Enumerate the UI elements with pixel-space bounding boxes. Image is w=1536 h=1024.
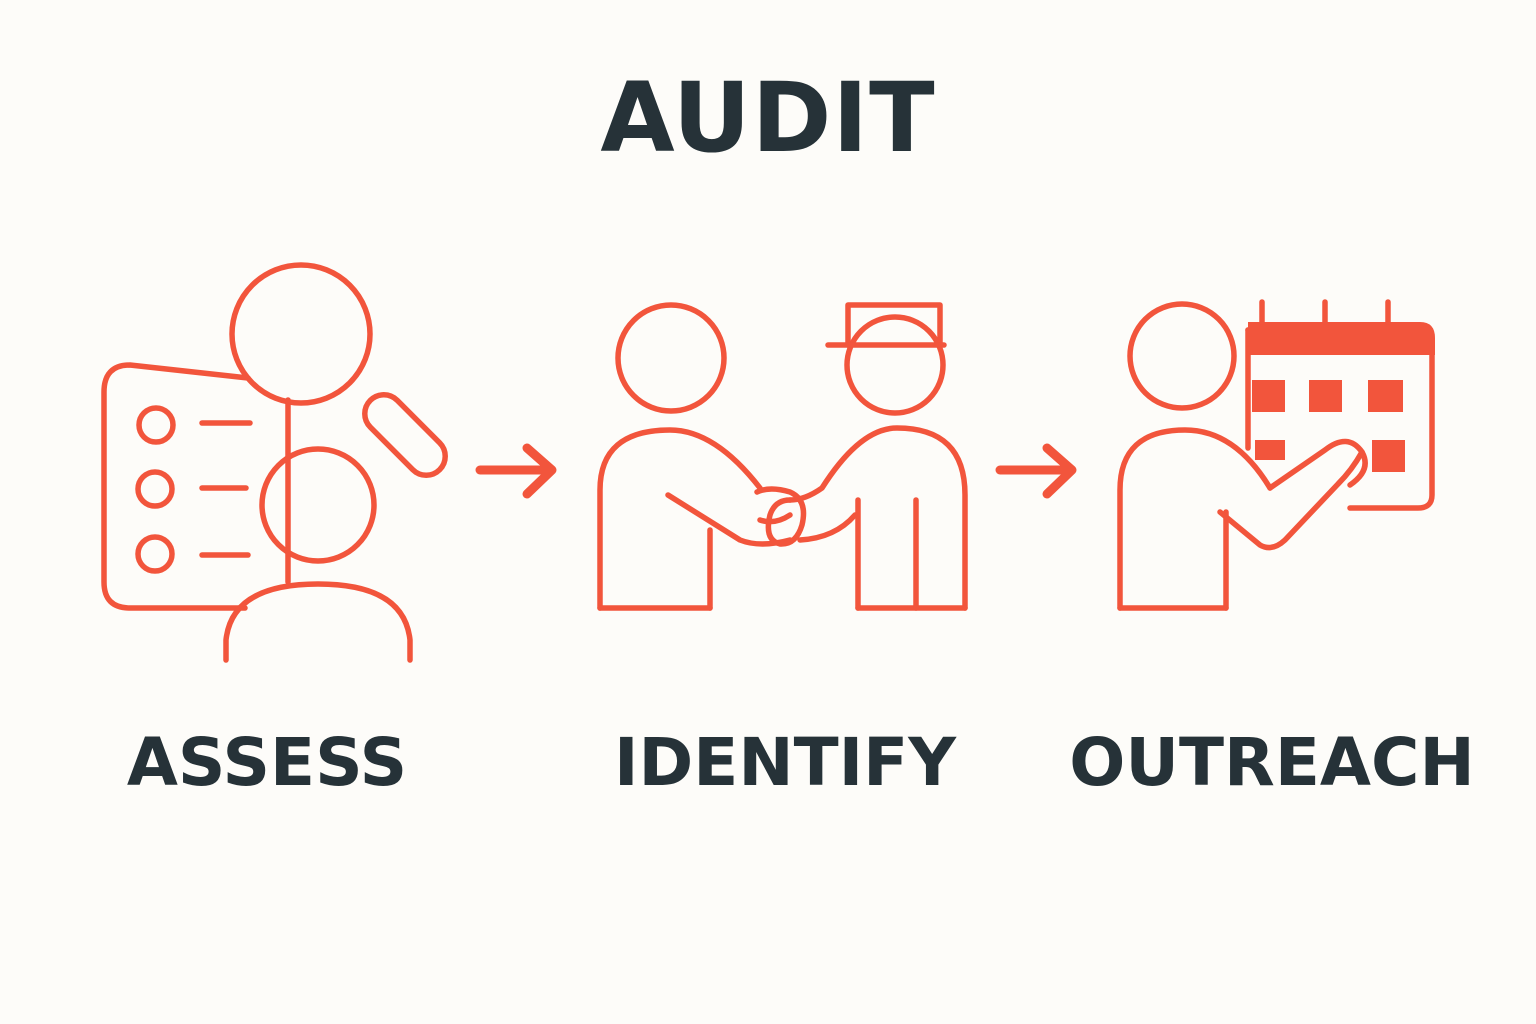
checklist-person-icon xyxy=(101,262,448,663)
arrow-right-icon xyxy=(995,443,1077,499)
handshake-icon xyxy=(597,302,968,611)
arrow-right-icon xyxy=(475,443,557,499)
calendar-person-icon xyxy=(1117,299,1435,611)
step-label-assess: ASSESS xyxy=(126,724,408,801)
diagram-title: AUDIT xyxy=(600,62,936,174)
step-label-identify: IDENTIFY xyxy=(613,724,957,801)
step-label-outreach: OUTREACH xyxy=(1069,724,1475,801)
